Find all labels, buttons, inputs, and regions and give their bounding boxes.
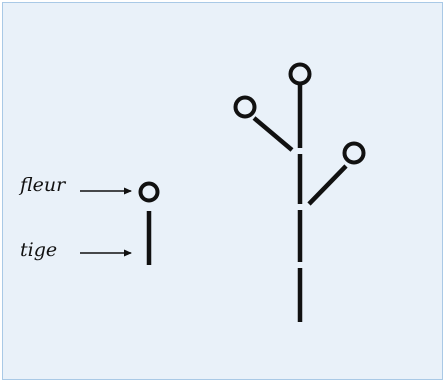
left-branch-stem [252,116,294,152]
stem-label: tige [20,239,58,261]
left-branch-flower [233,95,257,119]
flower-label: fleur [20,174,66,196]
legend-flower-symbol [138,181,160,203]
top-flower [288,62,312,86]
right-branch-stem [307,164,348,206]
diagram-panel [2,2,443,380]
right-branch-flower [342,141,366,165]
